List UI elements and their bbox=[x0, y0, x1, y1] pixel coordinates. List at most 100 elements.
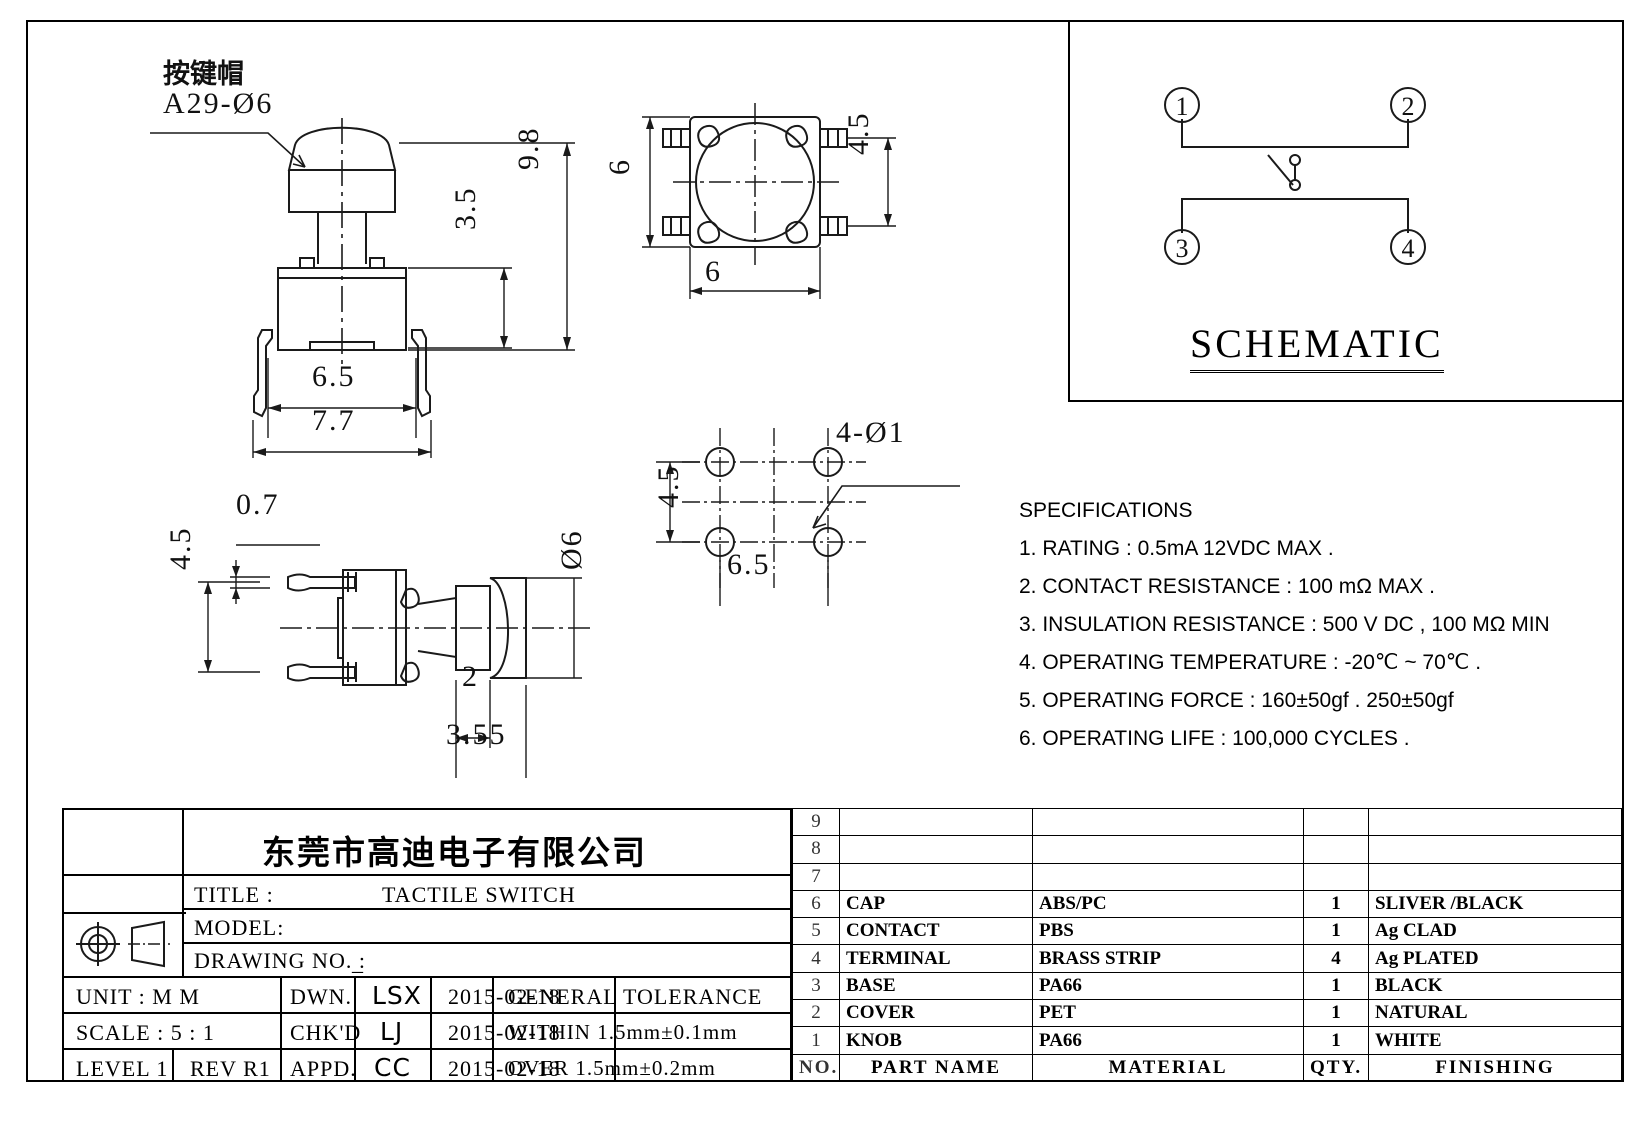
dim-body-height-value: 3.5 bbox=[449, 186, 482, 231]
bom-no: 8 bbox=[792, 835, 840, 864]
schematic-heading: SCHEMATIC bbox=[1190, 320, 1444, 373]
table-row: 9 bbox=[792, 807, 1622, 837]
bom-material: BRASS STRIP bbox=[1032, 944, 1304, 973]
table-row: 2 COVER PET 1 NATURAL bbox=[792, 999, 1622, 1028]
bom-finishing: BLACK bbox=[1368, 971, 1622, 1001]
bom-part-name: TERMINAL bbox=[839, 944, 1033, 973]
svg-text:1: 1 bbox=[1176, 92, 1189, 121]
table-row: 4 TERMINAL BRASS STRIP 4 Ag PLATED bbox=[792, 944, 1622, 973]
bom-no: 6 bbox=[792, 889, 840, 919]
level-label: LEVEL 1 bbox=[76, 1056, 169, 1081]
title-value: TACTILE SWITCH bbox=[382, 882, 576, 907]
bom-material bbox=[1032, 835, 1304, 864]
bom-part-name: CAP bbox=[839, 889, 1033, 919]
dim-side-355: 3.55 bbox=[446, 718, 507, 751]
model-label: MODEL: bbox=[194, 915, 285, 940]
svg-text:2: 2 bbox=[1402, 92, 1415, 121]
bom-material: ABS/PC bbox=[1032, 889, 1304, 919]
bom-no: 7 bbox=[792, 862, 840, 891]
bom-col-finishing: FINISHING bbox=[1368, 1053, 1622, 1083]
bom-finishing: SLIVER /BLACK bbox=[1368, 889, 1622, 919]
spec-item-6: 6. OPERATING LIFE : 100,000 CYCLES . bbox=[1019, 727, 1410, 750]
title-label: TITLE : bbox=[194, 882, 274, 907]
front-view bbox=[150, 40, 600, 460]
dim-pcb-horizontal-pitch: 6.5 bbox=[727, 548, 771, 581]
scale-label: SCALE : 5 : 1 bbox=[76, 1020, 215, 1045]
company-name: 东莞市高迪电子有限公司 bbox=[262, 833, 647, 872]
dwn-label: DWN. bbox=[290, 984, 353, 1009]
svg-text:4: 4 bbox=[1402, 234, 1415, 263]
bom-part-name: CONTACT bbox=[839, 917, 1033, 946]
chkd-label: CHK'D bbox=[290, 1020, 362, 1045]
table-row: 6 CAP ABS/PC 1 SLIVER /BLACK bbox=[792, 889, 1622, 919]
bom-qty bbox=[1303, 862, 1369, 891]
tolerance-over: OVER 1.5mm±0.2mm bbox=[508, 1056, 716, 1080]
bom-part-name: KNOB bbox=[839, 1026, 1033, 1055]
schematic-diagram: 1 2 3 4 bbox=[1160, 75, 1460, 275]
table-row: 1 KNOB PA66 1 WHITE bbox=[792, 1026, 1622, 1055]
bom-finishing bbox=[1368, 835, 1622, 864]
spec-item-1: 1. RATING : 0.5mA 12VDC MAX . bbox=[1019, 537, 1334, 560]
dim-terminal-thickness: 0.7 bbox=[236, 488, 280, 521]
bom-qty: 1 bbox=[1303, 999, 1369, 1028]
bom-finishing: WHITE bbox=[1368, 1026, 1622, 1055]
rev-label: REV R1 bbox=[190, 1056, 271, 1081]
dim-cap-diameter-value: Ø6 bbox=[555, 529, 588, 570]
tolerance-heading: GENERAL TOLERANCE bbox=[508, 984, 763, 1009]
bom-part-name: COVER bbox=[839, 999, 1033, 1028]
bom-no: 2 bbox=[792, 999, 840, 1028]
bom-material: PET bbox=[1032, 999, 1304, 1028]
bom-qty: 1 bbox=[1303, 917, 1369, 946]
spec-item-4: 4. OPERATING TEMPERATURE : -20℃ ~ 70℃ . bbox=[1019, 651, 1482, 674]
bom-no: 3 bbox=[792, 971, 840, 1001]
dim-side-2: 2 bbox=[462, 660, 479, 693]
appd-date: 2015-02-18 bbox=[448, 1056, 561, 1081]
spec-item-2: 2. CONTACT RESISTANCE : 100 mΩ MAX . bbox=[1019, 575, 1435, 598]
bom-part-name bbox=[839, 835, 1033, 864]
bom-qty: 1 bbox=[1303, 971, 1369, 1001]
bom-col-no: NO. bbox=[792, 1053, 840, 1083]
bom-table: 9 8 7 6 CAP ABS/PC 1 SLIVER /BLACK bbox=[792, 807, 1622, 1083]
bom-part-name: BASE bbox=[839, 971, 1033, 1001]
side-view bbox=[170, 520, 610, 780]
dim-body-width: 7.7 bbox=[312, 404, 356, 437]
table-row: 8 bbox=[792, 835, 1622, 864]
dim-pcb-vertical-pitch-value: 4.5 bbox=[652, 464, 685, 509]
drawing-no-value: _ bbox=[352, 950, 364, 975]
bom-qty: 1 bbox=[1303, 889, 1369, 919]
pcb-hole-callout: 4-Ø1 bbox=[836, 416, 906, 449]
cap-code-label: A29-Ø6 bbox=[163, 87, 274, 120]
bom-header-row: NO. PART NAME MATERIAL QTY. FINISHING bbox=[792, 1053, 1622, 1083]
dim-top-width: 6 bbox=[705, 255, 722, 288]
bom-finishing bbox=[1368, 862, 1622, 891]
dim-terminal-pitch-value: 4.5 bbox=[842, 111, 875, 156]
dim-top-height-value: 6 bbox=[603, 158, 636, 175]
title-block: 东莞市高迪电子有限公司 TITLE : TACTILE SWITCH MODEL… bbox=[62, 808, 792, 1082]
dwn-value: LSX bbox=[372, 981, 422, 1010]
dim-total-height-value: 9.8 bbox=[512, 126, 545, 171]
pcb-layout-view bbox=[656, 420, 980, 610]
tolerance-within: WITHIN 1.5mm±0.1mm bbox=[508, 1020, 738, 1044]
appd-label: APPD. bbox=[290, 1056, 357, 1081]
bom-col-part-name: PART NAME bbox=[839, 1053, 1033, 1083]
schematic-box bbox=[1068, 20, 1624, 402]
svg-text:3: 3 bbox=[1176, 234, 1189, 263]
bom-material bbox=[1032, 862, 1304, 891]
bom-no: 9 bbox=[792, 807, 840, 837]
bom-qty bbox=[1303, 807, 1369, 837]
specs-heading: SPECIFICATIONS bbox=[1019, 499, 1193, 522]
table-row: 7 bbox=[792, 862, 1622, 891]
bom-material: PBS bbox=[1032, 917, 1304, 946]
bom-material: PA66 bbox=[1032, 1026, 1304, 1055]
bom-qty: 4 bbox=[1303, 944, 1369, 973]
dwn-date: 2015-02-18 bbox=[448, 984, 561, 1009]
bom-col-qty: QTY. bbox=[1303, 1053, 1369, 1083]
bom-col-material: MATERIAL bbox=[1032, 1053, 1304, 1083]
spec-item-3: 3. INSULATION RESISTANCE : 500 V DC , 10… bbox=[1019, 613, 1550, 636]
table-row: 5 CONTACT PBS 1 Ag CLAD bbox=[792, 917, 1622, 946]
appd-value: CC bbox=[374, 1053, 411, 1082]
bom-finishing bbox=[1368, 807, 1622, 837]
bom-material bbox=[1032, 807, 1304, 837]
bom-qty: 1 bbox=[1303, 1026, 1369, 1055]
